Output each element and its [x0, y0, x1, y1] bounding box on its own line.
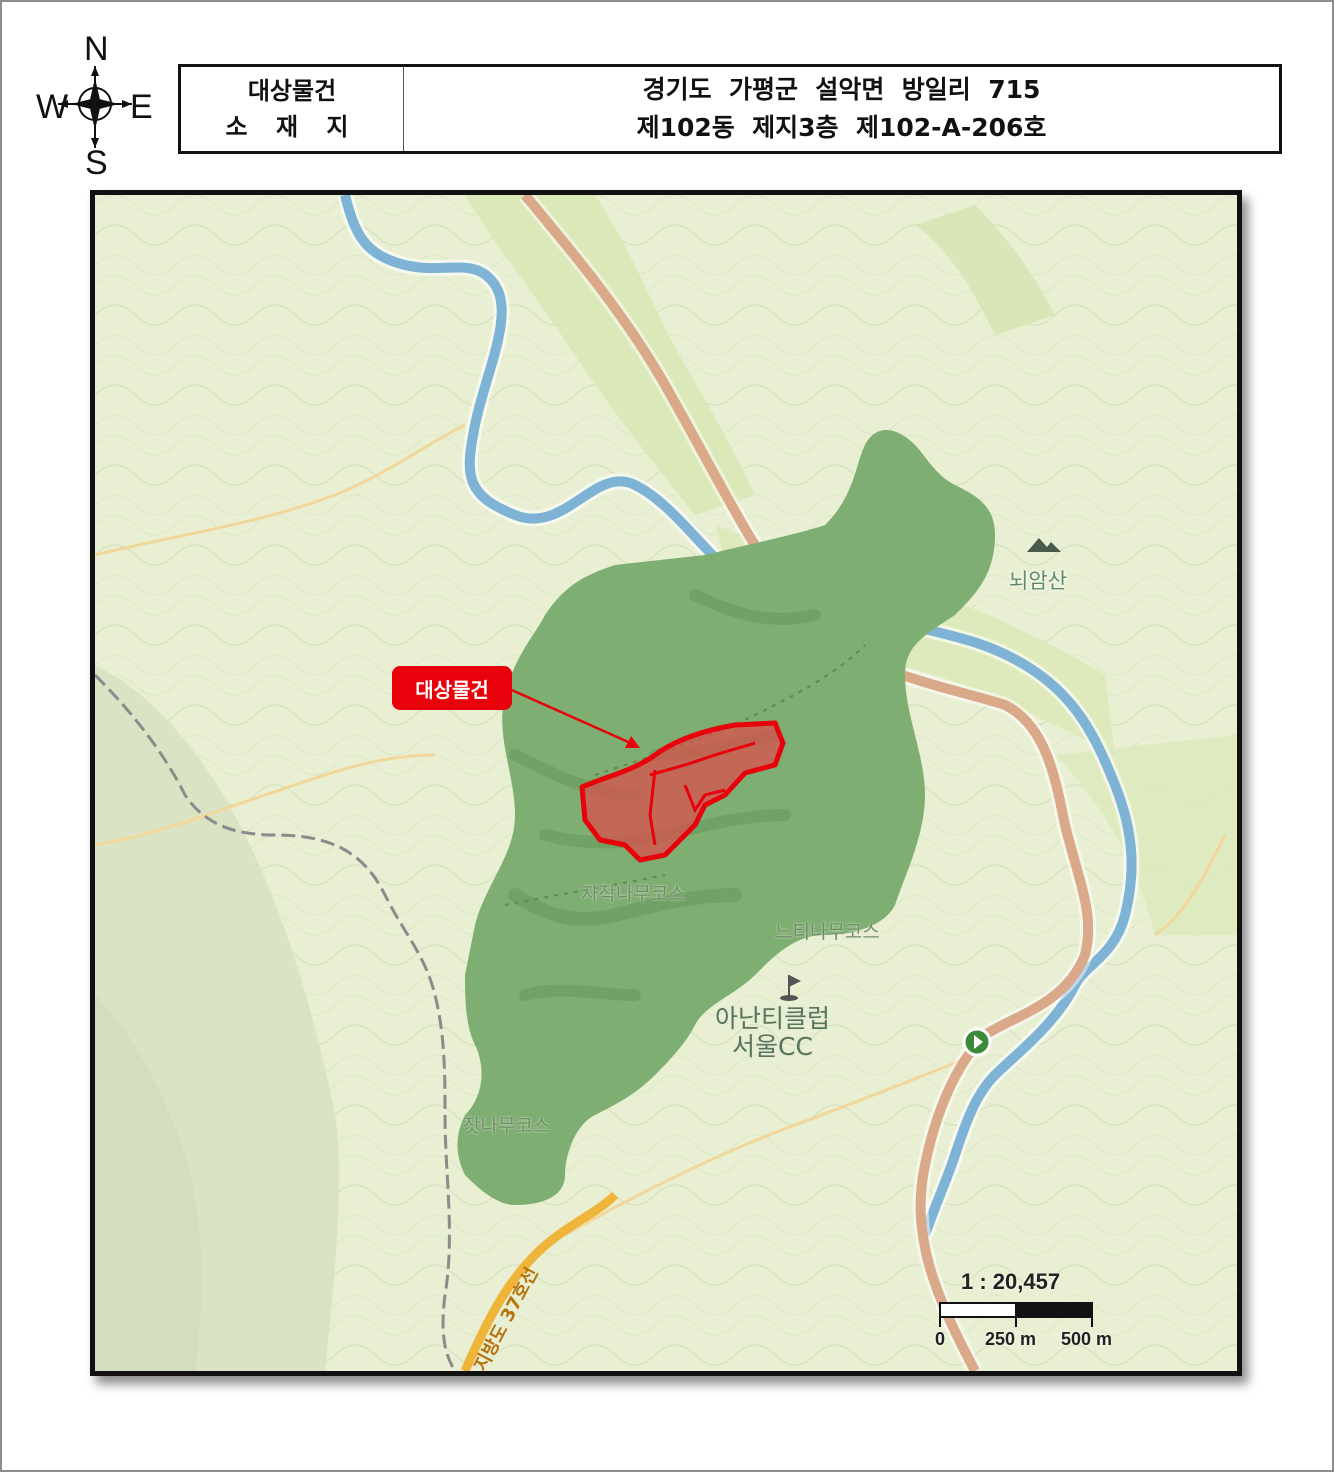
scale-bar-black [1015, 1302, 1093, 1318]
compass-east: E [130, 88, 153, 126]
district-boundary [95, 673, 457, 1371]
map-scale: 1 : 20,457 0 250 m 500 m [935, 1263, 1135, 1363]
compass-north: N [84, 30, 109, 68]
course-label-birch: 자작나무코스 [581, 883, 686, 905]
location-map: 대상물건 뇌암산 자작나무코스 느티나무코스 잣나무코스 아난티클럽 서울CC … [90, 190, 1242, 1376]
golf-flag-icon [780, 975, 801, 1001]
compass-icon [58, 66, 132, 148]
course-label-zelkova: 느티나무코스 [775, 921, 880, 943]
golf-club-name-line2: 서울CC [732, 1032, 813, 1061]
scale-ratio: 1 : 20,457 [961, 1269, 1061, 1294]
compass-south: S [85, 144, 108, 182]
golf-club-name-line1: 아난티클럽 [715, 1004, 831, 1033]
subject-property-tag: 대상물건 [392, 666, 512, 710]
main-road [521, 195, 1094, 1371]
address-line2: 제102동 제지3층 제102-A-206호 [636, 113, 1047, 142]
local-road [95, 423, 466, 557]
compass-rose: N S W E [30, 30, 160, 180]
golf-club-name: 아난티클럽 서울CC [715, 1005, 830, 1061]
property-location-table: 대상물건 소 재 지 경기도 가평군 설악면 방일리 715 제102동 제지3… [178, 64, 1282, 154]
address-line1: 경기도 가평군 설악면 방일리 715 [642, 75, 1041, 104]
cart-path [594, 644, 866, 776]
address-cell: 경기도 가평군 설악면 방일리 715 제102동 제지3층 제102-A-20… [404, 67, 1279, 151]
scale-tick-0: 0 [935, 1329, 946, 1349]
map-canvas [95, 195, 1237, 1371]
farmland-patch [465, 195, 755, 515]
location-label-line2: 소 재 지 [225, 113, 359, 141]
subject-property-area [579, 720, 786, 863]
mountain-peak-icon [1027, 538, 1061, 552]
location-label-cell: 대상물건 소 재 지 [181, 67, 404, 151]
compass-west: W [36, 88, 69, 126]
callout-arrow [504, 685, 636, 747]
scale-tick-250: 250 m [985, 1329, 1037, 1349]
location-label-line1: 대상물건 [247, 77, 337, 105]
route-37-road [460, 1191, 619, 1371]
peak-name: 뇌암산 [1009, 569, 1067, 593]
scale-tick-500: 500 m [1061, 1329, 1113, 1349]
course-label-pine: 잣나무코스 [463, 1115, 551, 1137]
